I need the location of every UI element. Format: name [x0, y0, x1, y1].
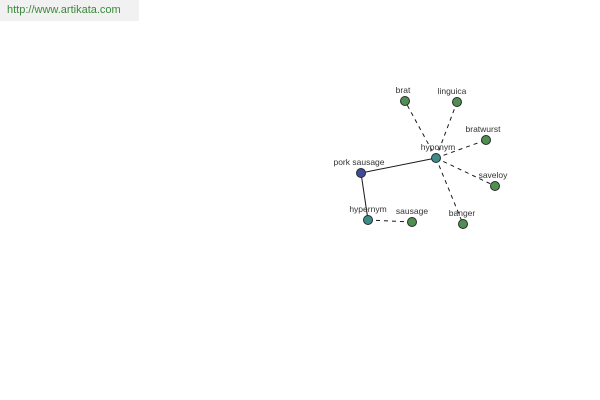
- node-saveloy[interactable]: saveloy: [479, 170, 509, 191]
- node-banger-label: banger: [449, 208, 476, 218]
- node-hyponym[interactable]: hyponym: [421, 142, 456, 163]
- edge-hyponym-banger: [435, 157, 464, 225]
- node-sausage-label: sausage: [396, 206, 428, 216]
- edge-pork-sausage-hypernym: [360, 172, 369, 221]
- node-pork-sausage-circle[interactable]: [356, 168, 366, 178]
- node-hypernym-label: hypernym: [349, 204, 386, 214]
- node-pork-sausage[interactable]: pork sausage: [333, 157, 385, 178]
- graph-edges: [360, 100, 496, 225]
- node-sausage-circle[interactable]: [407, 217, 417, 227]
- node-hyponym-label: hyponym: [421, 142, 456, 152]
- graph-nodes: pork sausage hyponym hypernym brat lingu…: [333, 85, 508, 229]
- node-pork-sausage-label: pork sausage: [333, 157, 384, 167]
- edge-hypernym-sausage: [367, 219, 413, 223]
- edge-pork-sausage-hyponym: [360, 157, 437, 174]
- node-brat-circle[interactable]: [400, 96, 410, 106]
- node-brat[interactable]: brat: [396, 85, 411, 106]
- node-linguica-circle[interactable]: [452, 97, 462, 107]
- edge-hyponym-linguica: [435, 101, 458, 159]
- node-banger[interactable]: banger: [449, 208, 476, 229]
- node-saveloy-circle[interactable]: [490, 181, 500, 191]
- edge-hyponym-saveloy: [435, 157, 496, 187]
- node-hyponym-circle[interactable]: [431, 153, 441, 163]
- node-banger-circle[interactable]: [458, 219, 468, 229]
- edge-hyponym-bratwurst: [435, 139, 487, 159]
- node-brat-label: brat: [396, 85, 411, 95]
- edge-hyponym-brat: [404, 100, 437, 159]
- node-saveloy-label: saveloy: [479, 170, 509, 180]
- node-linguica[interactable]: linguica: [438, 86, 467, 107]
- site-url-link[interactable]: http://www.artikata.com: [7, 4, 121, 16]
- node-bratwurst-label: bratwurst: [466, 124, 502, 134]
- node-bratwurst-circle[interactable]: [481, 135, 491, 145]
- node-hypernym[interactable]: hypernym: [349, 204, 387, 225]
- node-sausage[interactable]: sausage: [396, 206, 428, 227]
- node-hypernym-circle[interactable]: [363, 215, 373, 225]
- node-bratwurst[interactable]: bratwurst: [466, 124, 502, 145]
- node-linguica-label: linguica: [438, 86, 467, 96]
- url-bar: http://www.artikata.com: [0, 0, 139, 21]
